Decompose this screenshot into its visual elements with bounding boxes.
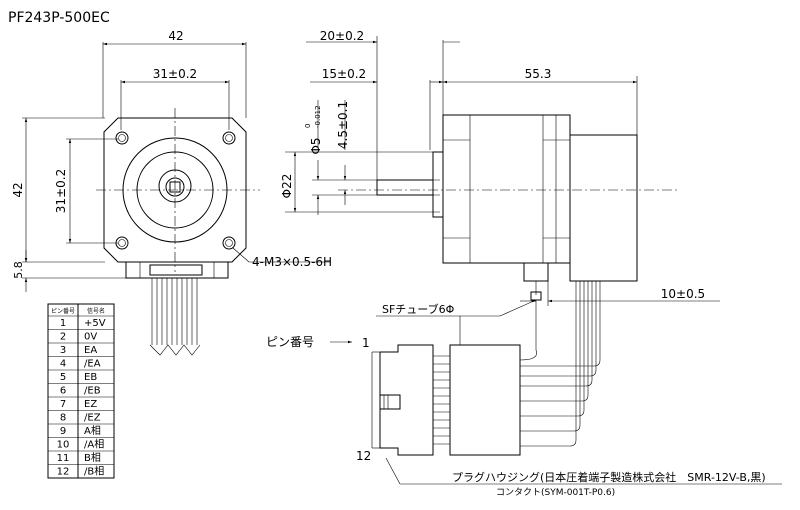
pin-number-cell: 9 bbox=[60, 426, 66, 437]
pin-table-header: ピン番号 bbox=[51, 308, 75, 315]
mount-hole bbox=[115, 131, 129, 145]
signal-name-cell: /EZ bbox=[84, 413, 101, 424]
pin-number-cell: 7 bbox=[60, 399, 66, 410]
signal-name-cell: 0V bbox=[84, 332, 97, 343]
pin-number-cell: 2 bbox=[60, 332, 66, 343]
pilot-circle bbox=[122, 137, 228, 243]
shaft bbox=[376, 179, 434, 196]
pin-number-cell: 3 bbox=[60, 345, 66, 356]
signal-name-cell: B相 bbox=[84, 451, 101, 464]
dim-shaft-tol-upper: 0 bbox=[304, 124, 312, 128]
dim-height-total: 42 bbox=[11, 182, 25, 197]
dim-hole-pitch: 31±0.2 bbox=[153, 67, 197, 81]
pin-number-cell: 4 bbox=[60, 359, 66, 370]
sf-tube bbox=[449, 344, 521, 456]
dim-shaft-dia: Φ5 bbox=[309, 137, 323, 154]
pin-table-header: 信号名 bbox=[87, 307, 105, 315]
dim-shaft-tol-lower: -0.012 bbox=[314, 105, 322, 128]
dim-pilot-dia: Φ22 bbox=[280, 174, 294, 199]
cable-bundle bbox=[149, 278, 201, 356]
mount-hole bbox=[222, 236, 236, 250]
motor-flange bbox=[103, 117, 247, 263]
mount-holes-label: 4-M3×0.5-6H bbox=[252, 255, 332, 269]
plug-housing bbox=[379, 344, 434, 456]
signal-name-cell: A相 bbox=[84, 424, 101, 437]
signal-name-cell: /B相 bbox=[84, 465, 104, 478]
pin-number-cell: 5 bbox=[60, 372, 66, 383]
pin-number-cell: 6 bbox=[60, 386, 66, 397]
pin-number-label: ピン番号 bbox=[266, 335, 314, 349]
signal-name-cell: EA bbox=[84, 345, 97, 356]
dim-offset: 5.8 bbox=[12, 261, 25, 279]
dim-shaft-15: 15±0.2 bbox=[322, 67, 366, 81]
connector-block bbox=[125, 261, 229, 279]
front-view: 42 31±0.2 42 31±0.2 5.8 bbox=[11, 29, 332, 356]
signal-name-cell: /EB bbox=[84, 386, 101, 397]
sf-tube-label: SFチューブ6Φ bbox=[382, 302, 455, 316]
dim-hole-pitch-v: 31±0.2 bbox=[54, 169, 68, 213]
signal-name-cell: +5V bbox=[84, 318, 106, 329]
encoder-body bbox=[569, 134, 638, 282]
motor-body bbox=[442, 114, 571, 264]
pin-number-cell: 10 bbox=[57, 440, 70, 451]
pin-table: ピン番号 信号名 1 +5V 2 0V 3 EA 4/EA 5 EB 6/EB 7 EZ 8/EZ 9 A相… bbox=[47, 303, 115, 479]
plug-housing-label: プラグハウジング(日本圧着端子製造株式会社 SMR-12V-B,黒) bbox=[452, 470, 766, 484]
dim-shaft-20: 20±0.2 bbox=[320, 29, 364, 43]
dim-width-total: 42 bbox=[168, 29, 183, 43]
plug-connector: ピン番号 1 12 プラ bbox=[266, 335, 782, 498]
pin-number-cell: 11 bbox=[57, 453, 70, 464]
encoder-wires bbox=[519, 281, 601, 447]
side-view: 20±0.2 15±0.2 55.3 Φ5 0 -0.012 4.5±0.1 Φ… bbox=[280, 29, 720, 447]
signal-name-cell: EB bbox=[84, 372, 97, 383]
pin-first: 1 bbox=[362, 336, 370, 350]
connector-wires bbox=[433, 355, 450, 445]
dim-cable-length: 10±0.5 bbox=[661, 287, 705, 301]
mount-hole bbox=[222, 131, 236, 145]
signal-name-cell: EZ bbox=[84, 399, 97, 410]
pin-number-cell: 1 bbox=[60, 318, 66, 329]
shaft-circle bbox=[165, 177, 185, 197]
pin-number-cell: 8 bbox=[60, 413, 66, 424]
signal-name-cell: /EA bbox=[84, 359, 101, 370]
dim-flat: 4.5±0.1 bbox=[336, 101, 350, 149]
pin-number-cell: 12 bbox=[57, 467, 70, 478]
model-title: PF243P-500EC bbox=[8, 10, 110, 26]
contact-label: コンタクト(SYM-001T-P0.6) bbox=[496, 487, 615, 498]
dim-body-length: 55.3 bbox=[525, 67, 552, 81]
signal-name-cell: /A相 bbox=[84, 438, 104, 451]
pin-last: 12 bbox=[356, 449, 371, 463]
mount-hole bbox=[115, 236, 129, 250]
